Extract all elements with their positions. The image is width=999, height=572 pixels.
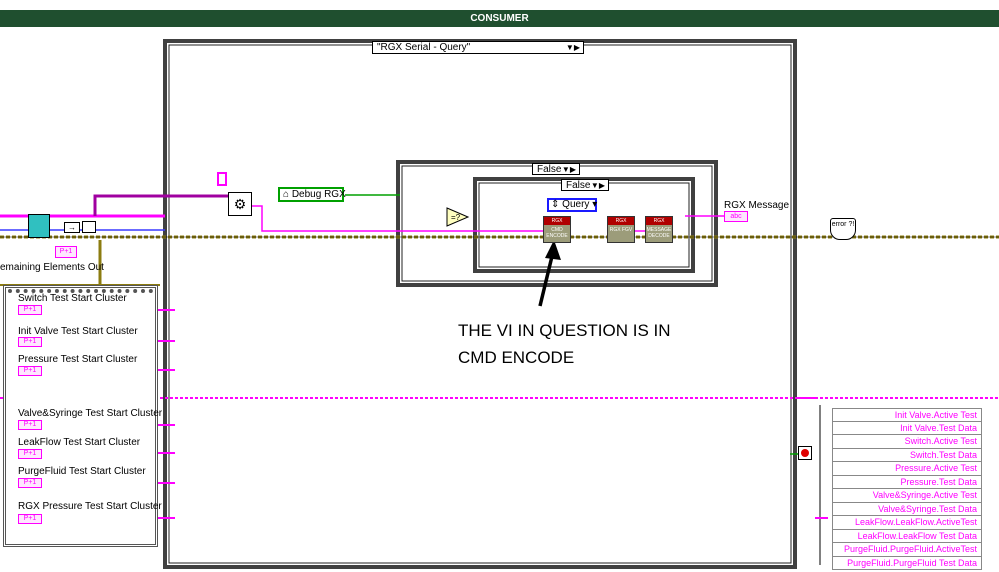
unbundle-row[interactable]: Switch.Active Test: [832, 435, 982, 449]
enum-dropdown-icon[interactable]: ▾: [592, 199, 598, 210]
enum-icon: ⇕: [551, 199, 560, 210]
home-icon: ⌂: [283, 189, 290, 200]
inner-case-selector-label: False: [566, 180, 591, 191]
unbundle-row[interactable]: Valve&Syringe.Test Data: [832, 502, 982, 516]
outer-case-selector[interactable]: False ▼▶: [532, 163, 580, 175]
stop-icon: [801, 449, 809, 457]
rgx-message-label: RGX Message: [724, 200, 790, 211]
not-equal-icon[interactable]: =?: [446, 207, 470, 227]
unbundle-row[interactable]: PurgeFluid.PurgeFluid.ActiveTest: [832, 543, 982, 557]
cluster-terminal-pressure[interactable]: P+1: [18, 366, 42, 376]
unbundle-row[interactable]: LeakFlow.LeakFlow Test Data: [832, 529, 982, 543]
case-selector[interactable]: "RGX Serial - Query" ▼▶: [372, 41, 584, 54]
unbundle-row[interactable]: Init Valve.Active Test: [832, 408, 982, 422]
cmd-encode-header: RGX: [544, 217, 570, 225]
unbundle-row[interactable]: LeakFlow.LeakFlow.ActiveTest: [832, 516, 982, 530]
unbundle-row[interactable]: Init Valve.Test Data: [832, 421, 982, 435]
rgx-fgv-subvi[interactable]: RGX RGX FGV: [607, 216, 635, 243]
cluster-terminal-rgx-pressure[interactable]: P+1: [18, 514, 42, 524]
case-selector-label: "RGX Serial - Query": [377, 42, 471, 53]
window-title: CONSUMER: [470, 13, 529, 24]
case-structure-frame: [163, 39, 797, 569]
inner-case-selector[interactable]: False ▼▶: [561, 179, 609, 191]
window-title-bar: CONSUMER: [0, 10, 999, 27]
cluster-panel-border: [8, 289, 153, 293]
unbundle-row[interactable]: Switch.Test Data: [832, 448, 982, 462]
annotation-arrow-head: [545, 240, 561, 260]
string-terminal[interactable]: P+1: [55, 246, 77, 258]
cluster-terminal-switch[interactable]: P+1: [18, 305, 42, 315]
start-cluster-panel[interactable]: [3, 285, 158, 547]
case-structure-inner-frame: [168, 44, 792, 564]
string-ref-terminal[interactable]: [217, 172, 227, 186]
debug-rgx-label: Debug RGX: [291, 189, 346, 200]
cluster-label-purgefluid: PurgeFluid Test Start Cluster: [18, 466, 146, 477]
cluster-label-init-valve: Init Valve Test Start Cluster: [18, 326, 138, 337]
query-enum-label: Query: [562, 199, 590, 210]
rgx-message-indicator[interactable]: abc: [724, 211, 748, 222]
cluster-label-switch: Switch Test Start Cluster: [18, 293, 127, 304]
cluster-label-rgx-pressure: RGX Pressure Test Start Cluster: [18, 501, 162, 512]
unbundle-row[interactable]: PurgeFluid.PurgeFluid Test Data: [832, 556, 982, 570]
unbundle-row[interactable]: Pressure.Active Test: [832, 462, 982, 476]
message-decode-header: RGX: [646, 217, 672, 225]
outer-case-selector-label: False: [537, 164, 562, 175]
small-node[interactable]: [82, 221, 96, 233]
inner-case-arrows-icon[interactable]: ▼▶: [590, 181, 605, 190]
rgx-fgv-label: RGX FGV: [608, 225, 634, 242]
array-index-node[interactable]: [28, 214, 50, 238]
purple-wire: [93, 194, 240, 216]
cluster-terminal-init-valve[interactable]: P+1: [18, 337, 42, 347]
unbundle-by-name[interactable]: Init Valve.Active Test Init Valve.Test D…: [832, 408, 982, 570]
cluster-terminal-purgefluid[interactable]: P+1: [18, 478, 42, 488]
remaining-elements-label: emaining Elements Out: [0, 262, 104, 273]
gear-icon[interactable]: ⚙: [228, 192, 252, 216]
cluster-terminal-valve-syringe[interactable]: P+1: [18, 420, 42, 430]
unbundle-row[interactable]: Valve&Syringe.Active Test: [832, 489, 982, 503]
outer-case-arrows-icon[interactable]: ▼▶: [561, 165, 576, 174]
stop-terminal[interactable]: [798, 446, 812, 460]
debug-rgx-node[interactable]: ⌂ Debug RGX: [278, 187, 346, 202]
cluster-label-leakflow: LeakFlow Test Start Cluster: [18, 437, 141, 448]
annotation-text: THE VI IN QUESTION IS IN CMD ENCODE: [458, 317, 671, 371]
cluster-label-valve-syringe: Valve&Syringe Test Start Cluster: [18, 408, 163, 419]
annotation-line-1: THE VI IN QUESTION IS IN: [458, 321, 671, 340]
error-handler-icon[interactable]: error ?!: [830, 218, 856, 240]
cmd-encode-subvi[interactable]: RGX CMD ENCODE: [543, 216, 571, 243]
svg-text:=?: =?: [451, 213, 461, 222]
cluster-label-pressure: Pressure Test Start Cluster: [18, 354, 138, 365]
message-decode-label: MESSAGE DECODE: [646, 225, 672, 242]
rgx-fgv-header: RGX: [608, 217, 634, 225]
cluster-terminal-leakflow[interactable]: P+1: [18, 449, 42, 459]
cmd-encode-label: CMD ENCODE: [544, 225, 570, 242]
annotation-line-2: CMD ENCODE: [458, 348, 575, 367]
query-enum-constant[interactable]: ⇕ Query ▾: [547, 198, 597, 212]
message-decode-subvi[interactable]: RGX MESSAGE DECODE: [645, 216, 673, 243]
case-selector-arrows-icon[interactable]: ▼▶: [565, 43, 580, 52]
arrow-node[interactable]: →: [64, 222, 80, 233]
outer-case-frame: [396, 160, 718, 287]
unbundle-row[interactable]: Pressure.Test Data: [832, 475, 982, 489]
